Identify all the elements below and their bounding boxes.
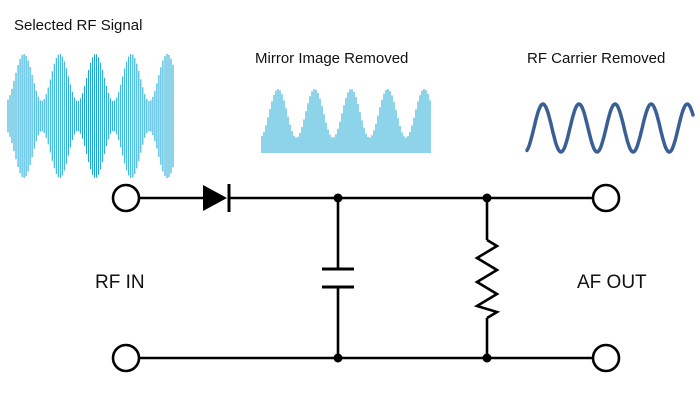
rf-in-top-terminal (111, 183, 141, 213)
af-out-top-terminal (591, 183, 621, 213)
junction-node-bottom-res (482, 353, 492, 363)
junction-node-top-res (482, 193, 492, 203)
junction-node-bottom-cap (333, 353, 343, 363)
audio-envelope-waveform (525, 102, 695, 154)
capacitor-symbol (322, 267, 354, 289)
af-out-label: AF OUT (577, 272, 647, 293)
mirror-removed-label: Mirror Image Removed (255, 50, 408, 67)
junction-node-top-cap (333, 193, 343, 203)
diode-body (203, 185, 227, 211)
resistor-symbol (473, 238, 501, 320)
selected-rf-waveform (7, 54, 174, 178)
circuit-wires (139, 196, 592, 360)
diode-symbol (203, 184, 231, 212)
rf-in-bottom-terminal (111, 343, 141, 373)
rf-in-label: RF IN (95, 272, 145, 293)
af-out-bottom-terminal (591, 343, 621, 373)
rectified-waveform (261, 89, 431, 153)
carrier-removed-label: RF Carrier Removed (527, 50, 665, 67)
selected-rf-label: Selected RF Signal (14, 17, 142, 34)
